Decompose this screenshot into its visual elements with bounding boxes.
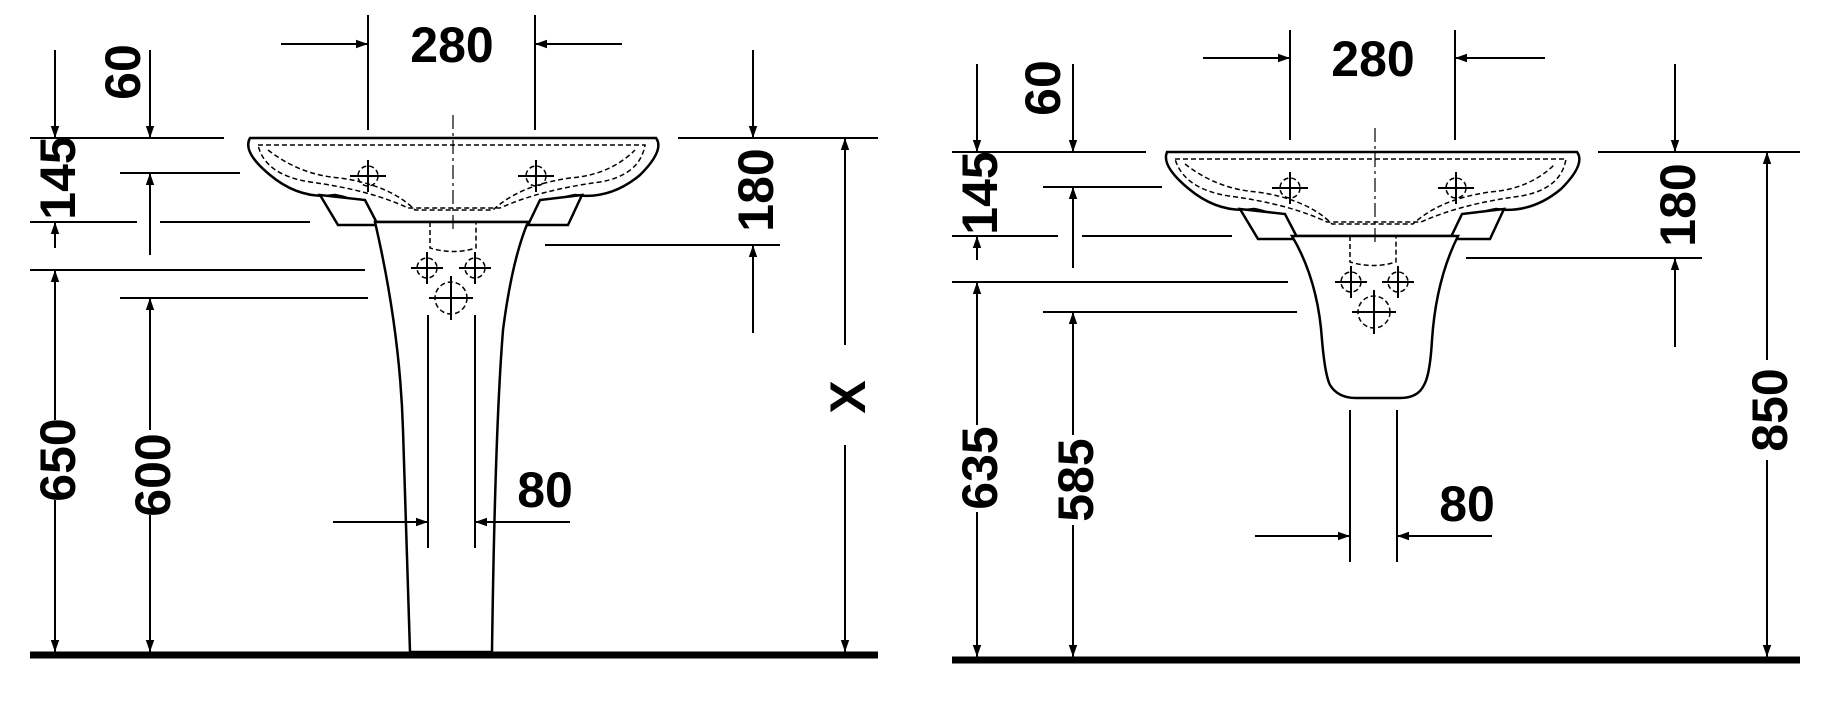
left-dim-280: 280 xyxy=(410,17,493,73)
left-pedestal xyxy=(373,220,530,654)
left-dim-650: 650 xyxy=(30,418,86,501)
left-basin-inner xyxy=(257,144,646,209)
left-drain-fitting xyxy=(429,276,473,320)
right-dim-145: 145 xyxy=(952,151,1008,234)
left-supply-fitting-2 xyxy=(459,252,491,284)
right-trap xyxy=(1349,236,1397,267)
left-dim-145: 145 xyxy=(30,136,86,219)
right-dim-180: 180 xyxy=(1650,163,1706,246)
left-dim-60: 60 xyxy=(95,44,151,100)
left-dim-600: 600 xyxy=(125,433,181,516)
right-basin-inner-2 xyxy=(1184,163,1556,225)
right-supply-fitting-1 xyxy=(1335,266,1367,298)
right-drain-fitting xyxy=(1352,290,1396,334)
right-basin-inner xyxy=(1173,158,1567,223)
right-dim-850: 850 xyxy=(1742,368,1798,451)
left-dim-180: 180 xyxy=(728,148,784,231)
right-dim-635: 635 xyxy=(952,426,1008,509)
right-dim-280: 280 xyxy=(1331,31,1414,87)
left-trap xyxy=(429,222,477,253)
left-dim-x: X xyxy=(820,380,876,413)
left-view-pedestal-basin: 280 60 145 650 600 180 X xyxy=(30,15,878,659)
right-dim-80: 80 xyxy=(1439,476,1495,532)
right-tap-mark-1 xyxy=(1272,172,1308,204)
left-tap-mark-1 xyxy=(350,160,386,192)
left-basin-inner-2 xyxy=(267,149,636,211)
right-dim-60: 60 xyxy=(1015,60,1071,116)
left-supply-fitting-1 xyxy=(411,252,443,284)
right-view-semi-pedestal-basin: 280 60 145 635 585 180 850 xyxy=(952,30,1800,664)
right-dim-585: 585 xyxy=(1048,438,1104,521)
right-tap-mark-2 xyxy=(1438,172,1474,204)
right-supply-fitting-2 xyxy=(1382,266,1414,298)
left-dim-80: 80 xyxy=(517,462,573,518)
left-tap-mark-2 xyxy=(518,160,554,192)
